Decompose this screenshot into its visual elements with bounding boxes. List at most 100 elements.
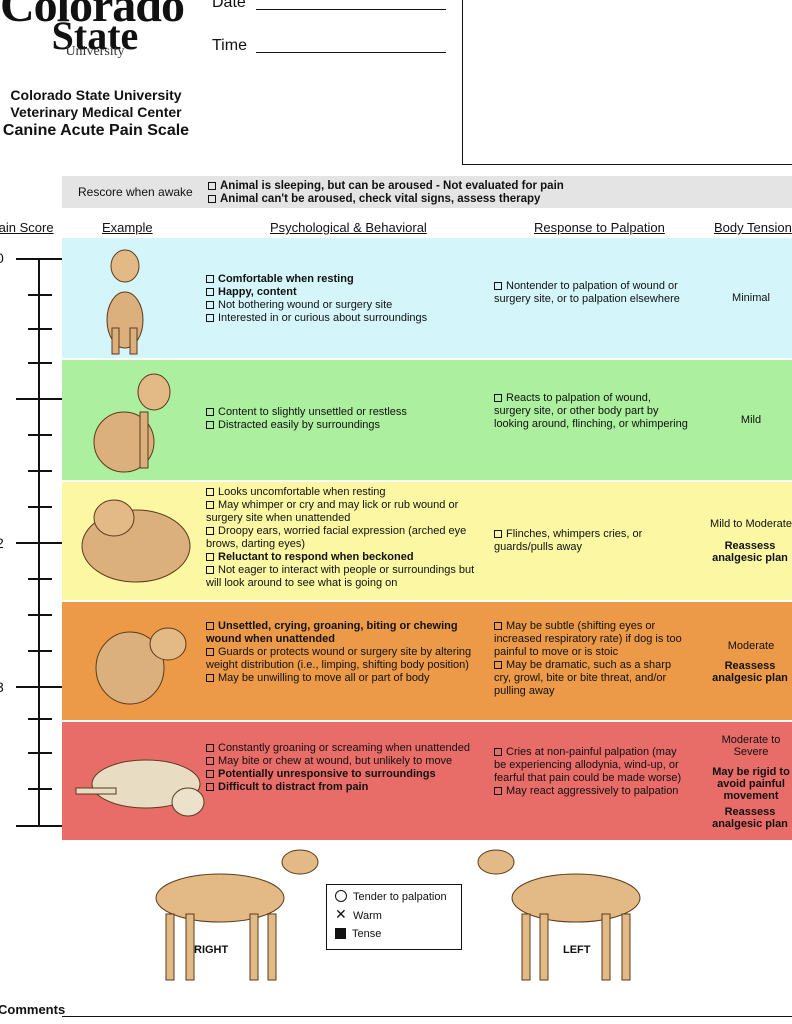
level-0-palpation[interactable]: Nontender to palpation of wound or surge…	[494, 280, 684, 306]
checkbox[interactable]	[206, 744, 214, 752]
scale-tick	[16, 825, 64, 827]
item-text: Looks uncomfortable when resting	[218, 486, 386, 498]
item-text: Reluctant to respond when beckoned	[218, 551, 414, 563]
level-4-rigid-note: May be rigid to avoid painful movement	[712, 766, 790, 802]
item-text: Not eager to interact with people or sur…	[206, 564, 475, 589]
checkbox[interactable]	[206, 488, 214, 496]
checkbox[interactable]	[494, 530, 502, 538]
level-3-palpation: May be subtle (shifting eyes or increase…	[494, 620, 686, 698]
check-item[interactable]: Comfortable when resting	[206, 273, 476, 286]
item-text: May bite or chew at wound, but unlikely …	[218, 755, 453, 767]
scale-tick	[28, 718, 52, 720]
check-item[interactable]: May whimper or cry and may lick or rub w…	[206, 499, 486, 525]
check-item[interactable]: Droopy ears, worried facial expression (…	[206, 525, 486, 551]
checkbox[interactable]	[206, 288, 214, 296]
check-item[interactable]: May be unwilling to move all or part of …	[206, 672, 476, 685]
checkbox[interactable]	[206, 421, 214, 429]
checkbox[interactable]	[494, 394, 502, 402]
scale-tick	[28, 578, 52, 580]
checkbox[interactable]	[206, 648, 214, 656]
checkbox[interactable]	[208, 182, 216, 190]
checkbox[interactable]	[206, 783, 214, 791]
dog-right-side-diagram[interactable]	[130, 848, 330, 988]
item-text: Reacts to palpation of wound, surgery si…	[494, 392, 688, 430]
dog-left-label: LEFT	[563, 944, 591, 956]
level-0-psych: Comfortable when resting Happy, content …	[206, 273, 476, 325]
checkbox[interactable]	[494, 622, 502, 630]
item-text: Not bothering wound or surgery site	[218, 299, 393, 311]
checkbox[interactable]	[494, 748, 502, 756]
dog-comfortable-illustration	[106, 249, 144, 355]
checkbox[interactable]	[206, 770, 214, 778]
rescore-option-sleeping[interactable]: Animal is sleeping, but can be aroused -…	[208, 180, 564, 192]
dog-right-label: RIGHT	[194, 944, 229, 956]
patient-info-box[interactable]	[462, 0, 792, 165]
checkbox[interactable]	[494, 282, 502, 290]
csu-logo-wordmark: Colorado	[0, 0, 185, 32]
time-field[interactable]	[256, 52, 446, 53]
dog-uncomfortable-illustration	[81, 499, 191, 583]
check-item[interactable]: Not eager to interact with people or sur…	[206, 564, 486, 590]
scale-tick	[28, 788, 52, 790]
check-item[interactable]: Constantly groaning or screaming when un…	[206, 742, 476, 755]
comments-label: Comments	[0, 1002, 66, 1017]
item-text: May be dramatic, such as a sharp cry, gr…	[494, 659, 672, 697]
check-item[interactable]: Interested in or curious about surroundi…	[206, 312, 476, 325]
check-item[interactable]: Reluctant to respond when beckoned	[206, 551, 486, 564]
check-item[interactable]: Potentially unresponsive to surroundings	[206, 768, 476, 781]
dog-left-side-diagram[interactable]	[466, 848, 666, 988]
level-3-psych: Unsettled, crying, groaning, biting or c…	[206, 620, 476, 685]
scale-tick	[28, 294, 52, 296]
check-item[interactable]: Content to slightly unsettled or restles…	[206, 406, 476, 419]
checkbox[interactable]	[206, 408, 214, 416]
date-field[interactable]	[256, 9, 446, 10]
col-header-psych: Psychological & Behavioral	[270, 220, 427, 235]
org-name: Colorado State University	[10, 87, 182, 103]
check-item[interactable]: May be dramatic, such as a sharp cry, gr…	[494, 659, 686, 698]
level-1-palpation[interactable]: Reacts to palpation of wound, surgery si…	[494, 392, 690, 431]
scale-label-3: 3	[0, 679, 4, 695]
checkbox[interactable]	[208, 195, 216, 203]
rescore-label: Rescore when awake	[78, 185, 193, 199]
checkbox[interactable]	[206, 553, 214, 561]
check-item[interactable]: May react aggressively to palpation	[494, 785, 690, 798]
comments-field[interactable]	[62, 1016, 792, 1017]
checkbox[interactable]	[206, 301, 214, 309]
check-item[interactable]: May bite or chew at wound, but unlikely …	[206, 755, 476, 768]
scale-tick	[28, 328, 52, 330]
checkbox[interactable]	[494, 661, 502, 669]
scale-tick	[28, 506, 52, 508]
csu-logo-university: University	[65, 44, 125, 59]
circle-icon	[335, 890, 347, 902]
level-1-tension: Mild	[740, 414, 762, 426]
check-item[interactable]: Not bothering wound or surgery site	[206, 299, 476, 312]
check-item[interactable]: Distracted easily by surroundings	[206, 419, 476, 432]
checkbox[interactable]	[206, 566, 214, 574]
item-text: Cries at non-painful palpation (may be e…	[494, 746, 682, 784]
checkbox[interactable]	[206, 314, 214, 322]
date-label: Date	[212, 0, 246, 11]
item-text: Flinches, whimpers cries, or guards/pull…	[494, 528, 643, 553]
checkbox[interactable]	[206, 674, 214, 682]
check-item[interactable]: Difficult to distract from pain	[206, 781, 476, 794]
check-item[interactable]: Guards or protects wound or surgery site…	[206, 646, 476, 672]
level-0-tension: Minimal	[732, 292, 770, 304]
checkbox[interactable]	[206, 757, 214, 765]
level-2-palpation[interactable]: Flinches, whimpers cries, or guards/pull…	[494, 528, 684, 554]
level-4-tension: Moderate to Severe	[721, 734, 781, 758]
rescore-option-unarousable[interactable]: Animal can't be aroused, check vital sig…	[208, 193, 540, 205]
item-text: Guards or protects wound or surgery site…	[206, 646, 472, 671]
level-4-palpation: Cries at non-painful palpation (may be e…	[494, 746, 690, 798]
scale-tick	[28, 614, 52, 616]
legend-tender: Tender to palpation	[335, 890, 447, 903]
checkbox[interactable]	[206, 527, 214, 535]
checkbox[interactable]	[206, 275, 214, 283]
check-item[interactable]: Cries at non-painful palpation (may be e…	[494, 746, 690, 785]
check-item[interactable]: Looks uncomfortable when resting	[206, 486, 486, 499]
check-item[interactable]: Happy, content	[206, 286, 476, 299]
check-item[interactable]: May be subtle (shifting eyes or increase…	[494, 620, 686, 659]
checkbox[interactable]	[206, 622, 214, 630]
checkbox[interactable]	[206, 501, 214, 509]
check-item[interactable]: Unsettled, crying, groaning, biting or c…	[206, 620, 476, 646]
checkbox[interactable]	[494, 787, 502, 795]
